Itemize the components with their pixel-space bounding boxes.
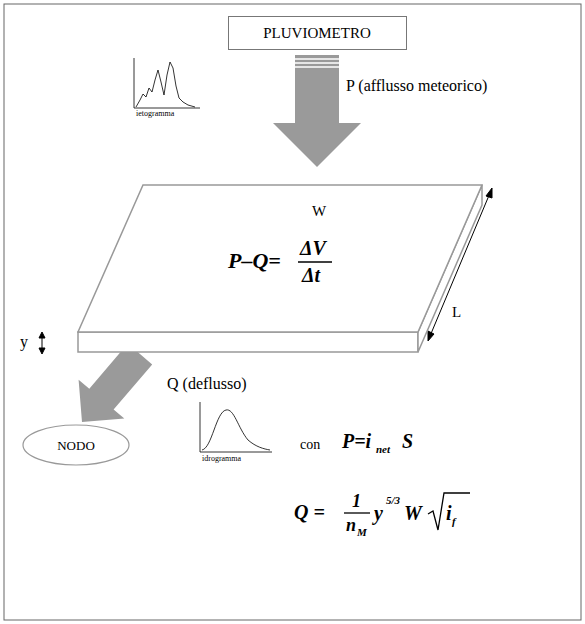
station-box: PLUVIOMETRO [228,16,407,50]
flow-label: Q (deflusso) [166,376,248,392]
frame [4,4,581,620]
station-name: PLUVIOMETRO [263,26,371,41]
balance-denominator: Δt [302,265,320,285]
flow-arrow [79,344,153,422]
formula-part: y [374,503,383,523]
formula-part: Q = [294,502,325,522]
flow-arrow [273,55,361,167]
chart-caption: ietogramma [136,110,174,118]
formula-part: S [402,431,413,451]
formula-part: i [446,503,452,523]
formula-subscript: M [357,527,367,538]
flow-label: P (afflusso meteorico) [345,78,488,94]
balance-equation: P–Q= [228,250,281,272]
dimension-label: y [20,334,28,350]
idrogramma-chart [200,402,272,452]
formula-part: 1 [352,492,361,510]
formula-subscript: f [452,516,456,527]
dimension-label: L [452,305,461,320]
node-ellipse: NODO [22,424,130,466]
formula-part: n [346,516,356,534]
formula-superscript: 5/3 [386,495,400,506]
formula-part: P=i [342,431,371,451]
chart-caption: idrogramma [202,455,241,463]
formula-subscript: net [376,444,390,455]
dimension-label: W [312,204,326,219]
formula-part: W [404,503,422,523]
balance-numerator: ΔV [300,238,326,258]
node-name: NODO [57,439,95,452]
ietogramma-chart [134,58,200,108]
connector-word: con [300,438,320,452]
formula-marks [344,493,470,530]
catchment-slab: P–Q= ΔV Δt [78,185,482,352]
